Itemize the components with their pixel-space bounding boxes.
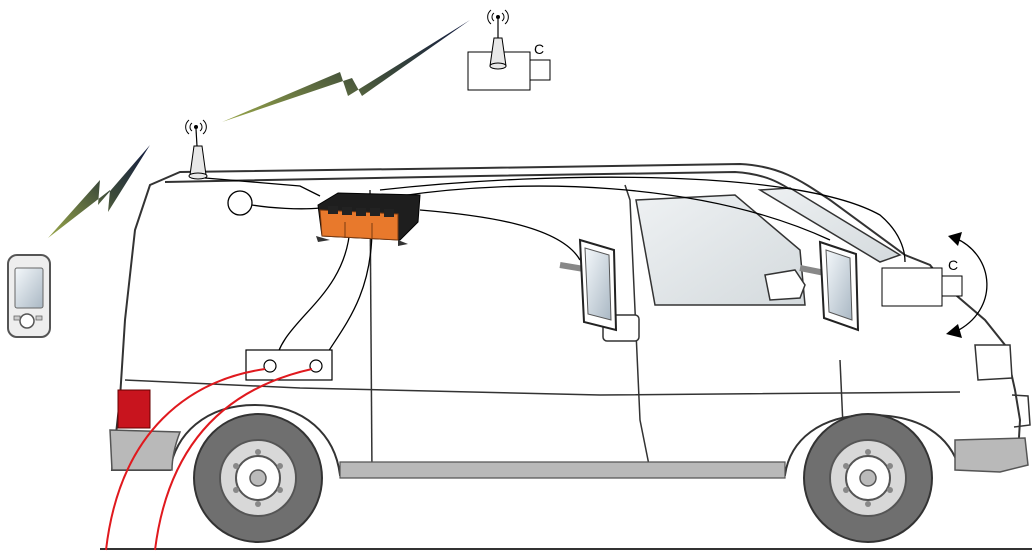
connector-left bbox=[264, 360, 276, 372]
taillight bbox=[118, 390, 150, 428]
camera-icon bbox=[882, 268, 942, 306]
wireless-signal-bolt-upper bbox=[222, 20, 470, 122]
handheld-device-icon bbox=[8, 255, 50, 337]
front-bumper bbox=[955, 438, 1028, 472]
arrow-up-icon bbox=[948, 232, 962, 246]
antenna-icon bbox=[488, 10, 509, 69]
remote-camera: C bbox=[468, 10, 550, 90]
side-skirt bbox=[340, 462, 785, 478]
headlight bbox=[975, 345, 1012, 380]
wireless-signal-bolt-lower bbox=[48, 145, 150, 238]
roof-antenna bbox=[186, 120, 207, 179]
rear-wheel bbox=[194, 414, 322, 542]
front-wheel bbox=[804, 414, 932, 542]
connector-right bbox=[310, 360, 322, 372]
vehicle-camera-label: C bbox=[948, 257, 958, 273]
rear-bumper bbox=[110, 430, 180, 470]
remote-camera-label: C bbox=[534, 41, 544, 57]
roof-sensor bbox=[228, 191, 252, 215]
